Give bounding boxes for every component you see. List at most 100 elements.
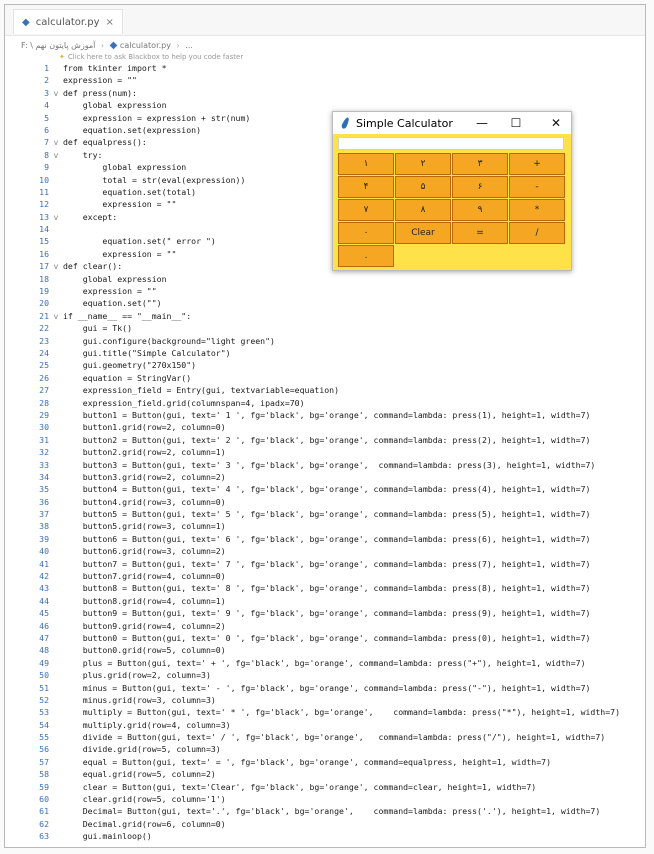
code-line[interactable]: 34 button3.grid(row=2, column=2) bbox=[19, 471, 620, 483]
code-line[interactable]: 15 equation.set(" error ") bbox=[19, 235, 620, 247]
code-line[interactable]: 59 clear = Button(gui, text='Clear', fg=… bbox=[19, 781, 620, 793]
minimize-button[interactable]: — bbox=[476, 116, 488, 130]
code-line[interactable]: 4 global expression bbox=[19, 99, 620, 111]
code-line[interactable]: 26 equation = StringVar() bbox=[19, 372, 620, 384]
code-line[interactable]: 41 button7 = Button(gui, text=' 7 ', fg=… bbox=[19, 558, 620, 570]
calc-key-button[interactable]: ۸ bbox=[395, 199, 451, 221]
calc-key-button[interactable]: ۲ bbox=[395, 153, 451, 175]
maximize-button[interactable]: ☐ bbox=[510, 116, 522, 130]
code-line[interactable]: 58 equal.grid(row=5, column=2) bbox=[19, 768, 620, 780]
fold-chevron-icon[interactable]: v bbox=[53, 211, 59, 222]
code-line[interactable]: 16 expression = "" bbox=[19, 248, 620, 260]
code-line[interactable]: 19 expression = "" bbox=[19, 285, 620, 297]
code-line[interactable]: 45 button9 = Button(gui, text=' 9 ', fg=… bbox=[19, 607, 620, 619]
code-line[interactable]: 14 bbox=[19, 223, 620, 235]
calc-key-button[interactable]: ۷ bbox=[338, 199, 394, 221]
calc-key-button[interactable]: . bbox=[338, 245, 394, 267]
code-line[interactable]: 49 plus = Button(gui, text=' + ', fg='bl… bbox=[19, 657, 620, 669]
code-line[interactable]: 18 global expression bbox=[19, 273, 620, 285]
calc-key-button[interactable]: - bbox=[509, 176, 565, 198]
code-line[interactable]: 20 equation.set("") bbox=[19, 297, 620, 309]
close-button[interactable]: ✕ bbox=[550, 116, 562, 130]
code-line[interactable]: 46 button9.grid(row=4, column=2) bbox=[19, 620, 620, 632]
code-line[interactable]: 27 expression_field = Entry(gui, textvar… bbox=[19, 384, 620, 396]
calc-key-button[interactable]: ۳ bbox=[452, 153, 508, 175]
expression-field[interactable] bbox=[338, 137, 564, 150]
breadcrumb-file[interactable]: calculator.py bbox=[119, 41, 171, 50]
code-line[interactable]: 12 expression = "" bbox=[19, 198, 620, 210]
code-line[interactable]: 5 expression = expression + str(num) bbox=[19, 112, 620, 124]
code-line[interactable]: 32 button2.grid(row=2, column=1) bbox=[19, 446, 620, 458]
code-line[interactable]: 22 gui = Tk() bbox=[19, 322, 620, 334]
code-line[interactable]: 57 equal = Button(gui, text=' = ', fg='b… bbox=[19, 756, 620, 768]
code-line[interactable]: 50 plus.grid(row=2, column=3) bbox=[19, 669, 620, 681]
calc-key-button[interactable]: = bbox=[452, 222, 508, 244]
calc-key-button[interactable]: * bbox=[509, 199, 565, 221]
fold-chevron-icon[interactable]: v bbox=[53, 87, 59, 98]
fold-chevron-icon[interactable]: v bbox=[53, 137, 59, 148]
code-line[interactable]: 47 button0 = Button(gui, text=' 0 ', fg=… bbox=[19, 632, 620, 644]
calc-key-button[interactable]: ۱ bbox=[338, 153, 394, 175]
calc-key-button[interactable]: + bbox=[509, 153, 565, 175]
code-line[interactable]: 53 multiply = Button(gui, text=' * ', fg… bbox=[19, 706, 620, 718]
code-line[interactable]: 10 total = str(eval(expression)) bbox=[19, 174, 620, 186]
code-line[interactable]: 36 button4.grid(row=3, column=0) bbox=[19, 496, 620, 508]
code-line[interactable]: 35 button4 = Button(gui, text=' 4 ', fg=… bbox=[19, 483, 620, 495]
blackbox-hint[interactable]: ✦Click here to ask Blackbox to help you … bbox=[59, 53, 243, 61]
tab-calculator-py[interactable]: ◆ calculator.py × bbox=[13, 9, 123, 34]
code-line[interactable]: 25 gui.geometry("270x150") bbox=[19, 359, 620, 371]
code-line[interactable]: 60 clear.grid(row=5, column='1') bbox=[19, 793, 620, 805]
calc-key-button[interactable]: / bbox=[509, 222, 565, 244]
calc-key-button[interactable]: ۵ bbox=[395, 176, 451, 198]
fold-chevron-icon[interactable]: v bbox=[53, 310, 59, 321]
code-line[interactable]: 42 button7.grid(row=4, column=0) bbox=[19, 570, 620, 582]
code-line[interactable]: 43 button8 = Button(gui, text=' 8 ', fg=… bbox=[19, 582, 620, 594]
code-line[interactable]: 24 gui.title("Simple Calculator") bbox=[19, 347, 620, 359]
calculator-titlebar[interactable]: Simple Calculator — ☐ ✕ bbox=[333, 112, 571, 134]
calc-key-button[interactable]: ۹ bbox=[452, 199, 508, 221]
code-text: plus.grid(row=2, column=3) bbox=[63, 670, 211, 681]
calc-key-button[interactable]: Clear bbox=[395, 222, 451, 244]
code-line[interactable]: 38 button5.grid(row=3, column=1) bbox=[19, 520, 620, 532]
code-line[interactable]: 11 equation.set(total) bbox=[19, 186, 620, 198]
code-line[interactable]: 6 equation.set(expression) bbox=[19, 124, 620, 136]
calc-key-button[interactable]: ۶ bbox=[452, 176, 508, 198]
code-line[interactable]: 44 button8.grid(row=4, column=1) bbox=[19, 595, 620, 607]
code-line[interactable]: 33 button3 = Button(gui, text=' 3 ', fg=… bbox=[19, 459, 620, 471]
code-text: equal.grid(row=5, column=2) bbox=[63, 769, 216, 780]
code-line[interactable]: 56 divide.grid(row=5, column=3) bbox=[19, 743, 620, 755]
code-line[interactable]: 51 minus = Button(gui, text=' - ', fg='b… bbox=[19, 682, 620, 694]
code-line[interactable]: 40 button6.grid(row=3, column=2) bbox=[19, 545, 620, 557]
code-line[interactable]: 23 gui.configure(background="light green… bbox=[19, 335, 620, 347]
calc-key-button[interactable]: ۰ bbox=[338, 222, 394, 244]
breadcrumb-folder[interactable]: F: \ آموزش پایتون نهم bbox=[21, 41, 96, 50]
fold-chevron-icon[interactable]: v bbox=[53, 261, 59, 272]
code-line[interactable]: 29 button1 = Button(gui, text=' 1 ', fg=… bbox=[19, 409, 620, 421]
breadcrumb-more[interactable]: ... bbox=[185, 41, 193, 50]
code-line[interactable]: 48 button0.grid(row=5, column=0) bbox=[19, 644, 620, 656]
code-line[interactable]: 61 Decimal= Button(gui, text='.', fg='bl… bbox=[19, 805, 620, 817]
code-line[interactable]: 62 Decimal.grid(row=6, column=0) bbox=[19, 818, 620, 830]
close-icon[interactable]: × bbox=[105, 16, 114, 28]
fold-chevron-icon[interactable]: v bbox=[53, 149, 59, 160]
code-line[interactable]: 52 minus.grid(row=3, column=3) bbox=[19, 694, 620, 706]
code-line[interactable]: 28 expression_field.grid(columnspan=4, i… bbox=[19, 397, 620, 409]
code-line[interactable]: 63 gui.mainloop() bbox=[19, 830, 620, 842]
code-line[interactable]: 30 button1.grid(row=2, column=0) bbox=[19, 421, 620, 433]
code-line[interactable]: 39 button6 = Button(gui, text=' 6 ', fg=… bbox=[19, 533, 620, 545]
calc-key-button[interactable]: ۴ bbox=[338, 176, 394, 198]
code-line[interactable]: 55 divide = Button(gui, text=' / ', fg='… bbox=[19, 731, 620, 743]
code-line[interactable]: 37 button5 = Button(gui, text=' 5 ', fg=… bbox=[19, 508, 620, 520]
code-line[interactable]: 31 button2 = Button(gui, text=' 2 ', fg=… bbox=[19, 434, 620, 446]
code-line[interactable]: 9 global expression bbox=[19, 161, 620, 173]
code-line[interactable]: 54 multiply.grid(row=4, column=3) bbox=[19, 719, 620, 731]
